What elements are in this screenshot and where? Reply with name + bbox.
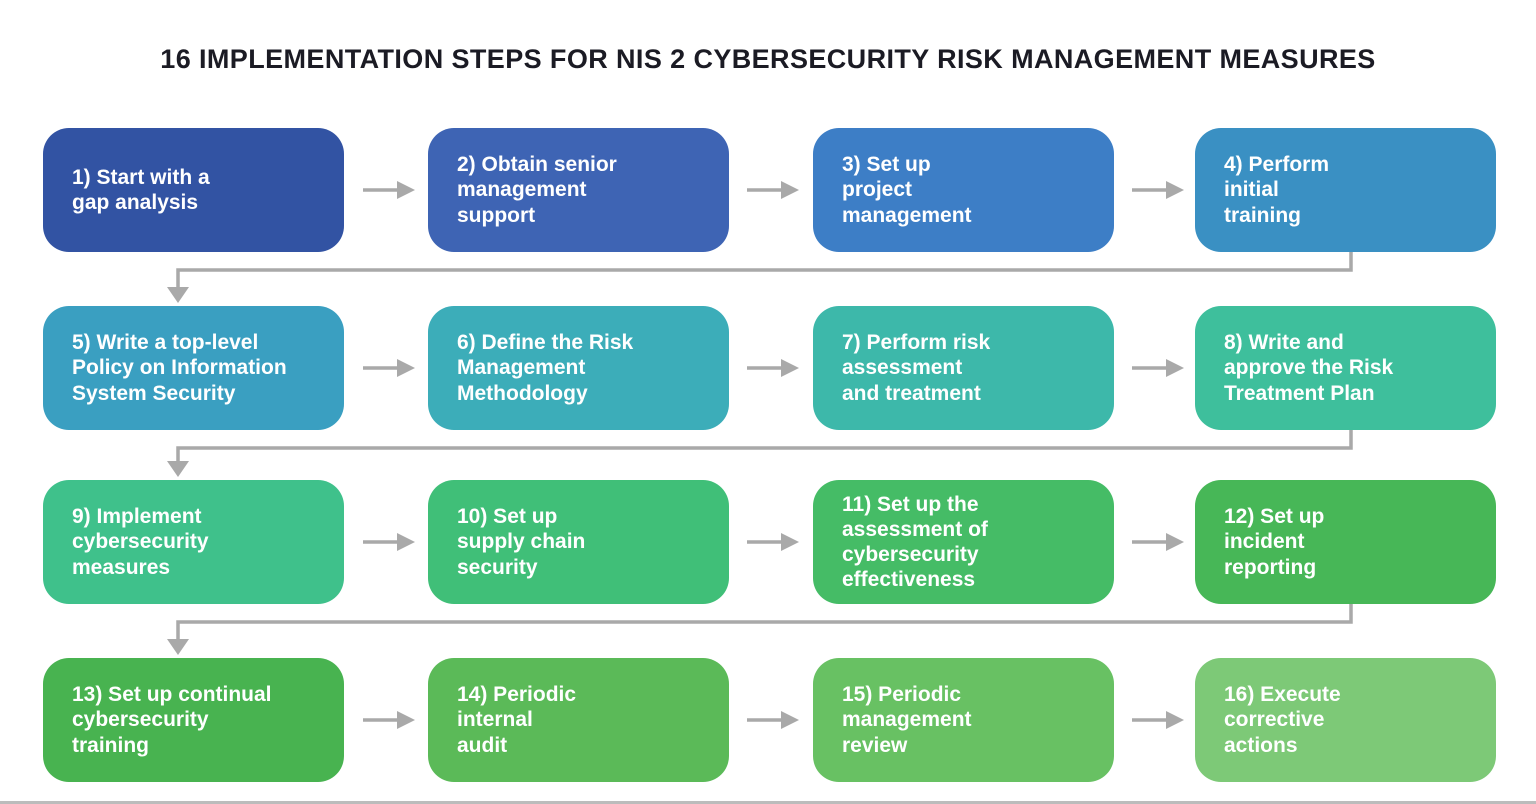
step-box-13: 13) Set up continual cybersecurity train… bbox=[43, 658, 344, 782]
step-text: 11) Set up the assessment of cybersecuri… bbox=[842, 492, 988, 592]
step-box-1: 1) Start with a gap analysis bbox=[43, 128, 344, 252]
step-text: 4) Perform initial training bbox=[1224, 153, 1330, 227]
step-text: 3) Set up project management bbox=[842, 153, 972, 227]
arrow-right-icon bbox=[1132, 711, 1184, 729]
step-text: 8) Write and approve the Risk Treatment … bbox=[1224, 331, 1394, 405]
arrow-down-icon bbox=[167, 461, 189, 477]
step-text: 6) Define the Risk Management Methodolog… bbox=[457, 331, 634, 405]
arrow-right-icon bbox=[363, 533, 415, 551]
step-text: 2) Obtain senior management support bbox=[457, 153, 617, 227]
elbow-connector bbox=[167, 430, 1353, 477]
step-box-11: 11) Set up the assessment of cybersecuri… bbox=[813, 480, 1114, 604]
step-box-8: 8) Write and approve the Risk Treatment … bbox=[1195, 306, 1496, 430]
step-box-15: 15) Periodic management review bbox=[813, 658, 1114, 782]
step-text: 5) Write a top-level Policy on Informati… bbox=[72, 331, 287, 405]
arrow-right-icon bbox=[747, 359, 799, 377]
arrow-right-icon bbox=[363, 711, 415, 729]
elbow-connector bbox=[167, 604, 1353, 655]
step-box-7: 7) Perform risk assessment and treatment bbox=[813, 306, 1114, 430]
step-text: 15) Periodic management review bbox=[842, 683, 972, 757]
step-text: 12) Set up incident reporting bbox=[1224, 505, 1325, 579]
step-text: 13) Set up continual cybersecurity train… bbox=[72, 683, 272, 757]
elbow-connector bbox=[167, 252, 1353, 303]
step-text: 16) Execute corrective actions bbox=[1224, 683, 1341, 757]
step-box-12: 12) Set up incident reporting bbox=[1195, 480, 1496, 604]
arrow-right-icon bbox=[1132, 533, 1184, 551]
step-box-2: 2) Obtain senior management support bbox=[428, 128, 729, 252]
arrow-right-icon bbox=[363, 181, 415, 199]
step-box-16: 16) Execute corrective actions bbox=[1195, 658, 1496, 782]
arrow-right-icon bbox=[1132, 359, 1184, 377]
step-box-14: 14) Periodic internal audit bbox=[428, 658, 729, 782]
step-text: 10) Set up supply chain security bbox=[457, 505, 586, 579]
step-box-6: 6) Define the Risk Management Methodolog… bbox=[428, 306, 729, 430]
arrow-right-icon bbox=[1132, 181, 1184, 199]
step-box-9: 9) Implement cybersecurity measures bbox=[43, 480, 344, 604]
step-box-5: 5) Write a top-level Policy on Informati… bbox=[43, 306, 344, 430]
step-text: 1) Start with a gap analysis bbox=[72, 165, 210, 214]
step-box-3: 3) Set up project management bbox=[813, 128, 1114, 252]
bottom-divider bbox=[0, 801, 1536, 804]
arrow-right-icon bbox=[747, 711, 799, 729]
arrow-right-icon bbox=[747, 181, 799, 199]
arrow-down-icon bbox=[167, 287, 189, 303]
step-box-10: 10) Set up supply chain security bbox=[428, 480, 729, 604]
arrow-down-icon bbox=[167, 639, 189, 655]
page-title: 16 IMPLEMENTATION STEPS FOR NIS 2 CYBERS… bbox=[160, 44, 1376, 74]
arrow-right-icon bbox=[363, 359, 415, 377]
step-text: 14) Periodic internal audit bbox=[457, 683, 577, 757]
step-text: 7) Perform risk assessment and treatment bbox=[842, 331, 991, 405]
step-box-4: 4) Perform initial training bbox=[1195, 128, 1496, 252]
step-text: 9) Implement cybersecurity measures bbox=[72, 505, 209, 579]
arrow-right-icon bbox=[747, 533, 799, 551]
